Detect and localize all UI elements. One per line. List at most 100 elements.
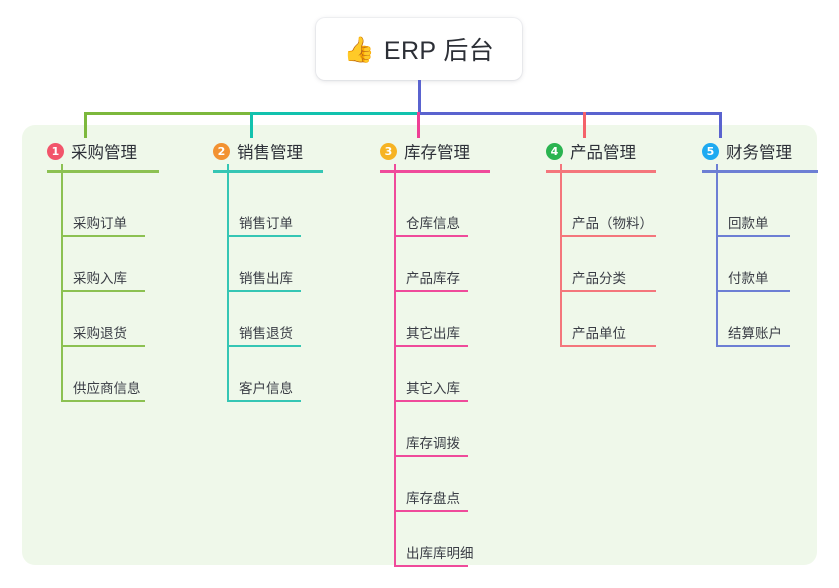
leaf-rule	[61, 290, 145, 292]
leaf-node[interactable]: 付款单	[702, 241, 792, 296]
leaf-rule	[227, 235, 301, 237]
column-header-1[interactable]: 1 采购管理	[33, 138, 159, 173]
column-title: 销售管理	[237, 144, 303, 162]
leaf-spine	[61, 351, 63, 402]
leaf-node[interactable]: 产品（物料）	[546, 164, 656, 241]
column-header-rule	[702, 170, 818, 173]
leaf-label: 客户信息	[239, 381, 293, 396]
leaf-label: 回款单	[728, 216, 769, 231]
leaf-rule	[227, 345, 301, 347]
leaf-spine	[560, 296, 562, 347]
leaf-node[interactable]: 销售出库	[213, 241, 303, 296]
leaf-node[interactable]: 采购订单	[47, 164, 145, 241]
leaf-node[interactable]: 产品单位	[546, 296, 656, 351]
badge-number-icon: 5	[702, 142, 719, 160]
leaf-node[interactable]: 销售退货	[213, 296, 303, 351]
badge-number-icon: 1	[47, 142, 64, 160]
column-title: 采购管理	[71, 144, 137, 162]
leaf-spine	[716, 164, 718, 241]
leaf-node[interactable]: 回款单	[702, 164, 792, 241]
column-4: 4 产品管理产品（物料） 产品分类产品单位	[532, 138, 656, 351]
leaf-node[interactable]: 出库库明细	[380, 516, 474, 571]
leaf-node[interactable]: 库存调拨	[380, 406, 470, 461]
leaf-spine	[394, 241, 396, 296]
column-header-2[interactable]: 2 销售管理	[199, 138, 323, 173]
column-items: 产品（物料） 产品分类产品单位	[532, 164, 656, 351]
drop-stub-5	[719, 112, 722, 138]
leaf-spine	[394, 406, 396, 461]
leaf-node[interactable]: 仓库信息	[380, 164, 470, 241]
root-node-card[interactable]: 👍 ERP 后台	[316, 18, 522, 80]
leaf-label: 采购退货	[73, 326, 127, 341]
leaf-label: 销售订单	[239, 216, 293, 231]
leaf-rule	[61, 400, 145, 402]
leaf-spine	[227, 241, 229, 296]
column-title: 库存管理	[404, 144, 470, 162]
leaf-label: 产品单位	[572, 326, 626, 341]
leaf-spine	[61, 164, 63, 241]
column-items: 回款单付款单结算账户	[688, 164, 792, 351]
leaf-rule	[394, 345, 468, 347]
leaf-rule	[560, 235, 656, 237]
leaf-node[interactable]: 产品库存	[380, 241, 470, 296]
leaf-spine	[227, 296, 229, 351]
badge-number-icon: 2	[213, 142, 230, 160]
leaf-label: 产品（物料）	[572, 216, 653, 231]
leaf-label: 销售退货	[239, 326, 293, 341]
bus-segment-green-2	[84, 112, 250, 115]
leaf-node[interactable]: 销售订单	[213, 164, 303, 241]
drop-stub-1	[84, 112, 87, 138]
leaf-node[interactable]: 客户信息	[213, 351, 303, 406]
leaf-node[interactable]: 其它入库	[380, 351, 470, 406]
leaf-spine	[716, 296, 718, 347]
leaf-spine	[716, 241, 718, 296]
leaf-rule	[227, 400, 301, 402]
leaf-rule	[716, 235, 790, 237]
column-header-rule	[213, 170, 323, 173]
leaf-rule	[61, 345, 145, 347]
leaf-node[interactable]: 库存盘点	[380, 461, 470, 516]
leaf-rule	[394, 510, 468, 512]
leaf-label: 其它出库	[406, 326, 460, 341]
thumbs-up-icon: 👍	[343, 34, 375, 64]
badge-number-icon: 4	[546, 142, 563, 160]
leaf-label: 产品库存	[406, 271, 460, 286]
leaf-node[interactable]: 其它出库	[380, 296, 470, 351]
column-title: 产品管理	[570, 144, 636, 162]
leaf-rule	[716, 290, 790, 292]
leaf-rule	[394, 290, 468, 292]
column-2: 2 销售管理销售订单销售出库销售退货客户信息	[199, 138, 323, 406]
root-stem	[418, 80, 421, 113]
leaf-node[interactable]: 采购入库	[47, 241, 145, 296]
leaf-spine	[560, 164, 562, 241]
leaf-spine	[394, 164, 396, 241]
column-items: 采购订单采购入库采购退货供应商信息	[33, 164, 145, 406]
drop-stub-4	[583, 112, 586, 138]
column-header-rule	[546, 170, 656, 173]
leaf-label: 其它入库	[406, 381, 460, 396]
leaf-label: 采购订单	[73, 216, 127, 231]
leaf-label: 供应商信息	[73, 381, 141, 396]
leaf-rule	[394, 565, 468, 567]
leaf-rule	[560, 345, 656, 347]
bus-segment-blue	[417, 112, 721, 115]
leaf-label: 产品分类	[572, 271, 626, 286]
bus-segment-teal	[250, 112, 418, 115]
leaf-spine	[560, 241, 562, 296]
column-items: 销售订单销售出库销售退货客户信息	[199, 164, 303, 406]
drop-stub-3	[417, 112, 420, 138]
leaf-rule	[716, 345, 790, 347]
leaf-spine	[227, 351, 229, 402]
leaf-node[interactable]: 供应商信息	[47, 351, 145, 406]
leaf-label: 付款单	[728, 271, 769, 286]
leaf-node[interactable]: 结算账户	[702, 296, 792, 351]
leaf-node[interactable]: 采购退货	[47, 296, 145, 351]
leaf-label: 出库库明细	[406, 546, 474, 561]
leaf-spine	[394, 296, 396, 351]
column-header-4[interactable]: 4 产品管理	[532, 138, 656, 173]
leaf-node[interactable]: 产品分类	[546, 241, 656, 296]
